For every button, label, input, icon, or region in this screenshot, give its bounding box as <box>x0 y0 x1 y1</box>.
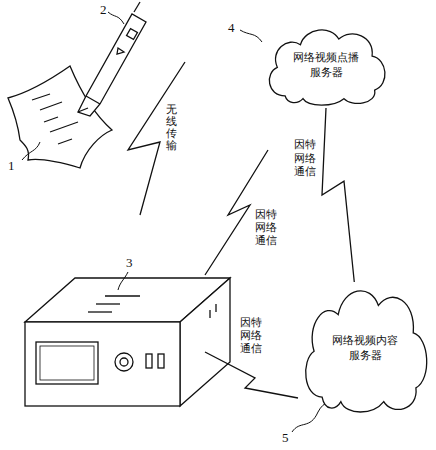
callout-number: 1 <box>8 158 15 174</box>
paper-writing <box>32 94 78 144</box>
link-label: 因特网络通信 <box>255 208 277 248</box>
link-label: 因特网络通信 <box>294 138 316 178</box>
leader-line <box>22 142 40 160</box>
callout-number: 4 <box>228 20 235 36</box>
set-top-box <box>25 278 230 406</box>
wireless-bolt <box>128 62 185 215</box>
internet-bolt <box>322 108 354 282</box>
callout-number: 5 <box>282 430 289 446</box>
callout-number: 2 <box>100 2 107 18</box>
server-cloud: 网络视频内容服务器 <box>298 278 432 420</box>
server-name: 网络视频点播服务器 <box>291 51 361 81</box>
internet-bolt <box>205 352 298 398</box>
pen <box>78 2 146 116</box>
link-label: 无线传输 <box>166 104 177 152</box>
link-label: 因特网络通信 <box>240 316 262 356</box>
server-cloud: 网络视频点播服务器 <box>262 22 390 110</box>
callout-number: 3 <box>126 255 133 271</box>
server-name: 网络视频内容服务器 <box>330 334 400 364</box>
leader-line <box>108 12 124 24</box>
leader-line <box>240 30 262 42</box>
leader-line <box>118 272 128 290</box>
